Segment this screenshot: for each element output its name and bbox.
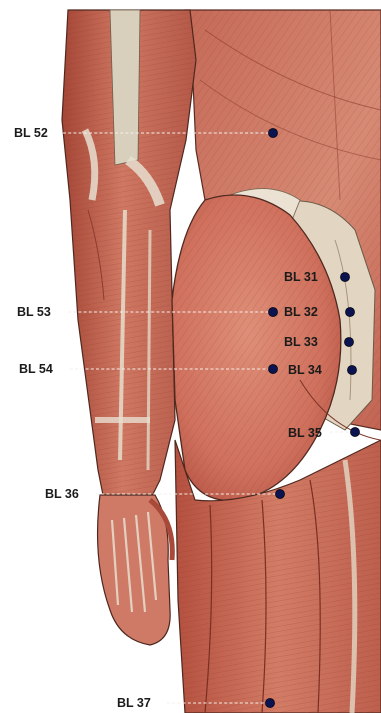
bl31-point bbox=[340, 272, 349, 281]
bl32-label: BL 32 bbox=[284, 305, 318, 319]
bl33-point bbox=[344, 337, 353, 346]
bl32-point bbox=[345, 307, 354, 316]
bl53-point bbox=[268, 307, 277, 316]
bl36-point bbox=[275, 489, 284, 498]
bl37-point bbox=[265, 698, 274, 707]
bl36-label: BL 36 bbox=[45, 487, 79, 501]
bl33-label: BL 33 bbox=[284, 335, 318, 349]
bl35-point bbox=[350, 427, 359, 436]
bl35-label: BL 35 bbox=[288, 426, 322, 440]
bl34-label: BL 34 bbox=[288, 363, 322, 377]
bl53-label: BL 53 bbox=[17, 305, 51, 319]
bl54-point bbox=[268, 364, 277, 373]
bl37-label: BL 37 bbox=[117, 696, 151, 710]
bl34-point bbox=[347, 365, 356, 374]
bl54-label: BL 54 bbox=[19, 362, 53, 376]
bl52-label: BL 52 bbox=[14, 126, 48, 140]
bl52-point bbox=[268, 128, 277, 137]
bl31-label: BL 31 bbox=[284, 270, 318, 284]
